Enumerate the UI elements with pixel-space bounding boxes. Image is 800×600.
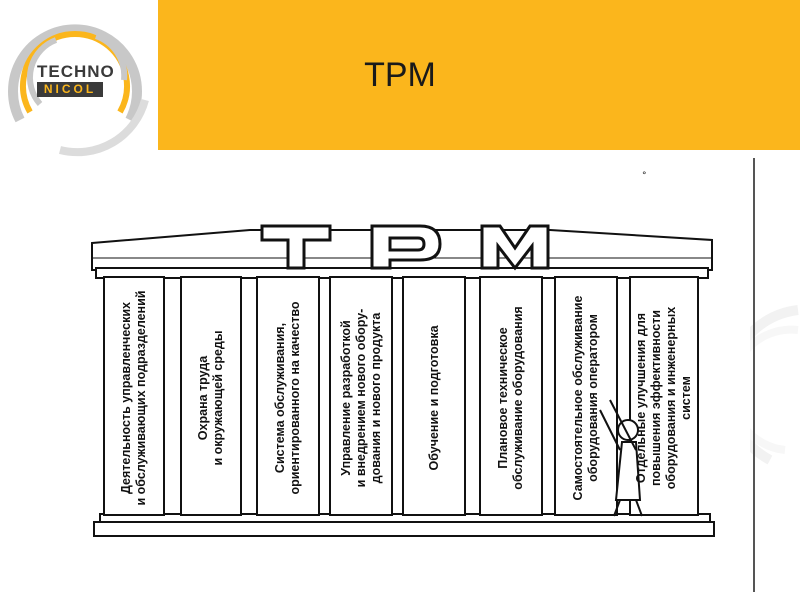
pillar-label-line: повышения эффективности	[649, 310, 663, 487]
scanned-figure-frame	[38, 158, 755, 592]
pillar-8	[629, 276, 699, 516]
pillar-label-line: и окружающей среды	[211, 330, 225, 466]
pillar-label-line: Самостоятельное обслуживание	[571, 295, 585, 501]
pillar-shapes	[103, 276, 699, 516]
logo-rings-graphic	[8, 24, 149, 157]
pillar-label-line: Обучение и подготовка	[426, 325, 441, 471]
page-title: TPM	[364, 56, 436, 94]
pillar-label-line: и внедрением нового обору-	[353, 308, 368, 488]
pillar-label-line: обслуживание оборудования	[511, 306, 525, 490]
pillar-3	[256, 276, 320, 516]
pillar-5	[402, 276, 466, 516]
pillar-1	[103, 276, 165, 516]
pillar-label-line: ориентированного на качество	[288, 301, 302, 495]
pillar-label-line: Деятельность управленческих	[119, 301, 133, 495]
pillar-label-line: систем	[679, 376, 693, 420]
pillar-label-line: оборудования и инженерных	[664, 306, 678, 490]
scan-dot: °	[642, 171, 647, 181]
pillar-label-3: Система обслуживания,ориентированного на…	[258, 283, 318, 513]
pillar-label-line: Охрана труда	[196, 355, 210, 441]
pillar-label-line: Управление разработкой	[338, 320, 353, 476]
pillar-7	[554, 276, 618, 516]
pillar-label-5: Обучение и подготовка	[404, 283, 464, 513]
temple-base	[93, 521, 715, 537]
pillar-label-line: дования и нового продукта	[368, 312, 383, 484]
letter-p	[370, 224, 442, 270]
pillar-6	[479, 276, 543, 516]
pillar-4	[329, 276, 393, 516]
worker-figure-icon	[599, 399, 643, 517]
letter-m	[480, 224, 550, 271]
letter-t	[260, 224, 332, 270]
pillar-2	[180, 276, 242, 516]
pillar-label-line: Отдельные улучшения для	[634, 312, 648, 484]
pediment-lettering	[260, 224, 550, 271]
brand-name-bottom: NICOL	[37, 82, 103, 97]
pillar-label-line: Система обслуживания,	[273, 322, 287, 474]
pillar-label-line: и обслуживающих подразделений	[134, 290, 148, 506]
decorative-arc-graphic	[750, 305, 799, 465]
pillar-label-line: Плановое техническое	[496, 327, 510, 469]
pillar-label-line: оборудования оператором	[586, 314, 600, 482]
brand-name-top: TECHNO	[37, 62, 115, 81]
